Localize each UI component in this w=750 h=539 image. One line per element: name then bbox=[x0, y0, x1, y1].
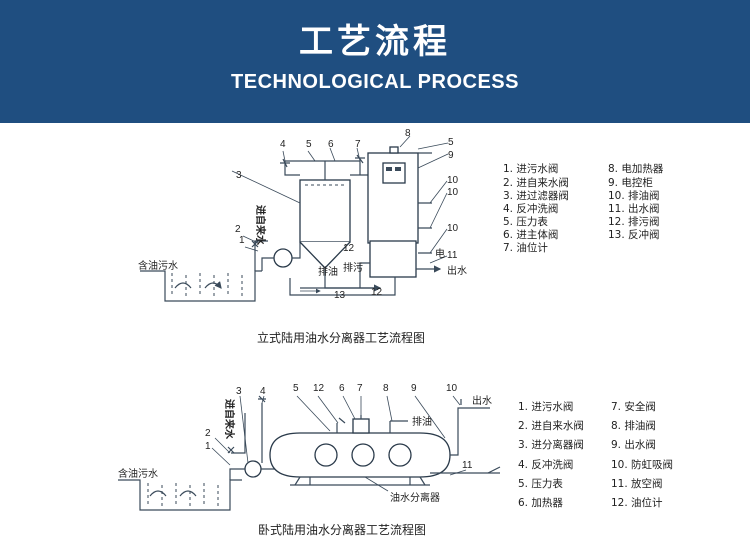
h-legend-right-7: 7. 安全阀 bbox=[611, 400, 656, 413]
h-legend-left-5: 5. 压力表 bbox=[518, 477, 563, 490]
v-callout-12a: 12 bbox=[343, 243, 355, 254]
v-callout-6: 6 bbox=[328, 139, 334, 150]
v-callout-2: 2 bbox=[235, 224, 241, 235]
v-callout-7: 7 bbox=[355, 139, 361, 150]
v-legend-right-13: 13. 反冲阀 bbox=[608, 228, 660, 241]
v-sump-pit bbox=[140, 270, 262, 302]
v-callout-9: 9 bbox=[448, 150, 454, 161]
h-legend-right-12: 12. 油位计 bbox=[611, 496, 663, 509]
h-legend-left-2: 2. 进自来水阀 bbox=[518, 419, 584, 432]
v-callout-11: 11 bbox=[447, 250, 458, 261]
h-callout-1: 1 bbox=[205, 441, 211, 452]
v-electric-label: 电 bbox=[435, 247, 445, 260]
v-callout-1: 1 bbox=[239, 235, 245, 246]
v-pump bbox=[273, 248, 293, 268]
vertical-callouts: 1 2 3 4 5 6 7 8 5 9 10 10 10 11 12 13 12 bbox=[235, 128, 459, 301]
h-callout-8: 8 bbox=[383, 383, 389, 394]
v-legend-right-12: 12. 排污阀 bbox=[608, 215, 660, 228]
h-sump-pit bbox=[118, 479, 242, 511]
v-legend-left-1: 1. 进污水阀 bbox=[503, 162, 558, 175]
h-legend-right-11: 11. 放空阀 bbox=[611, 477, 663, 490]
h-pump bbox=[244, 460, 262, 478]
v-legend-right-11: 11. 出水阀 bbox=[608, 202, 660, 215]
v-sewage-label: 排污 bbox=[343, 261, 363, 274]
v-callout-10c: 10 bbox=[447, 223, 459, 234]
v-control-box bbox=[382, 162, 406, 184]
header-banner: 工艺流程 TECHNOLOGICAL PROCESS bbox=[0, 0, 750, 123]
v-filter-tank bbox=[299, 179, 351, 243]
v-legend-left-6: 6. 进主体阀 bbox=[503, 228, 558, 241]
v-callout-12b: 12 bbox=[371, 287, 383, 298]
h-inlet-label: 含油污水 bbox=[118, 467, 158, 480]
h-callout-11: 11 bbox=[462, 460, 473, 471]
h-callout-4: 4 bbox=[260, 386, 266, 397]
h-legend-left-1: 1. 进污水阀 bbox=[518, 400, 573, 413]
h-legend-left-6: 6. 加热器 bbox=[518, 496, 563, 509]
v-tap-water-label: 进自来水 bbox=[254, 205, 267, 246]
v-outlet-label: 出水 bbox=[447, 264, 467, 277]
v-callout-5: 5 bbox=[306, 139, 312, 150]
v-callout-8: 8 bbox=[405, 128, 411, 139]
v-oil-label: 排油 bbox=[318, 265, 338, 278]
v-legend-left-2: 2. 进自来水阀 bbox=[503, 176, 569, 189]
h-legend-right-9: 9. 出水阀 bbox=[611, 438, 656, 451]
page-subtitle: TECHNOLOGICAL PROCESS bbox=[231, 71, 519, 93]
h-tap-water-label: 进自来水 bbox=[223, 399, 236, 440]
h-legend: 1. 进污水阀 2. 进自来水阀 3. 进分离器阀 4. 反冲洗阀 5. 压力表… bbox=[518, 400, 673, 509]
h-oil-label: 排油 bbox=[412, 415, 432, 428]
v-callout-13: 13 bbox=[334, 290, 346, 301]
h-callout-2: 2 bbox=[205, 428, 211, 439]
v-legend-right-8: 8. 电加热器 bbox=[608, 162, 664, 175]
h-callout-5: 5 bbox=[293, 383, 299, 394]
v-inlet-label: 含油污水 bbox=[138, 259, 178, 272]
v-legend-right-10: 10. 排油阀 bbox=[608, 189, 660, 202]
v-legend-left-3: 3. 进过滤器阀 bbox=[503, 189, 569, 202]
h-legend-left-4: 4. 反冲洗阀 bbox=[518, 458, 573, 471]
h-callout-12: 12 bbox=[313, 383, 325, 394]
v-callout-3: 3 bbox=[236, 170, 242, 181]
h-separator-label: 油水分离器 bbox=[390, 491, 440, 504]
v-callout-10b: 10 bbox=[447, 187, 459, 198]
h-callout-10: 10 bbox=[446, 383, 458, 394]
v-callout-4: 4 bbox=[280, 139, 286, 150]
v-legend-left-5: 5. 压力表 bbox=[503, 215, 548, 228]
v-callout-10a: 10 bbox=[447, 175, 459, 186]
v-callout-5b: 5 bbox=[448, 137, 454, 148]
horizontal-callouts: 1 2 3 4 5 12 6 7 8 9 10 11 bbox=[205, 383, 473, 471]
h-caption: 卧式陆用油水分离器工艺流程图 bbox=[258, 522, 426, 537]
vertical-diagram bbox=[140, 135, 449, 302]
h-legend-left-3: 3. 进分离器阀 bbox=[518, 438, 584, 451]
horizontal-diagram bbox=[118, 395, 501, 511]
h-callout-9: 9 bbox=[411, 383, 417, 394]
v-legend-left-7: 7. 油位计 bbox=[503, 241, 548, 254]
v-legend-left-4: 4. 反冲洗阀 bbox=[503, 202, 558, 215]
h-callout-7: 7 bbox=[357, 383, 363, 394]
h-outlet-label: 出水 bbox=[472, 394, 492, 407]
page-title: 工艺流程 bbox=[299, 22, 451, 62]
process-diagrams: 1 2 3 4 5 6 7 8 5 9 10 10 10 11 12 13 12… bbox=[118, 128, 673, 537]
h-callout-6: 6 bbox=[339, 383, 345, 394]
v-legend: 1. 进污水阀 2. 进自来水阀 3. 进过滤器阀 4. 反冲洗阀 5. 压力表… bbox=[503, 162, 664, 254]
v-caption: 立式陆用油水分离器工艺流程图 bbox=[257, 330, 425, 345]
v-legend-right-9: 9. 电控柜 bbox=[608, 176, 653, 189]
h-callout-3: 3 bbox=[236, 386, 242, 397]
h-legend-right-8: 8. 排油阀 bbox=[611, 419, 656, 432]
h-legend-right-10: 10. 防虹吸阀 bbox=[611, 458, 673, 471]
